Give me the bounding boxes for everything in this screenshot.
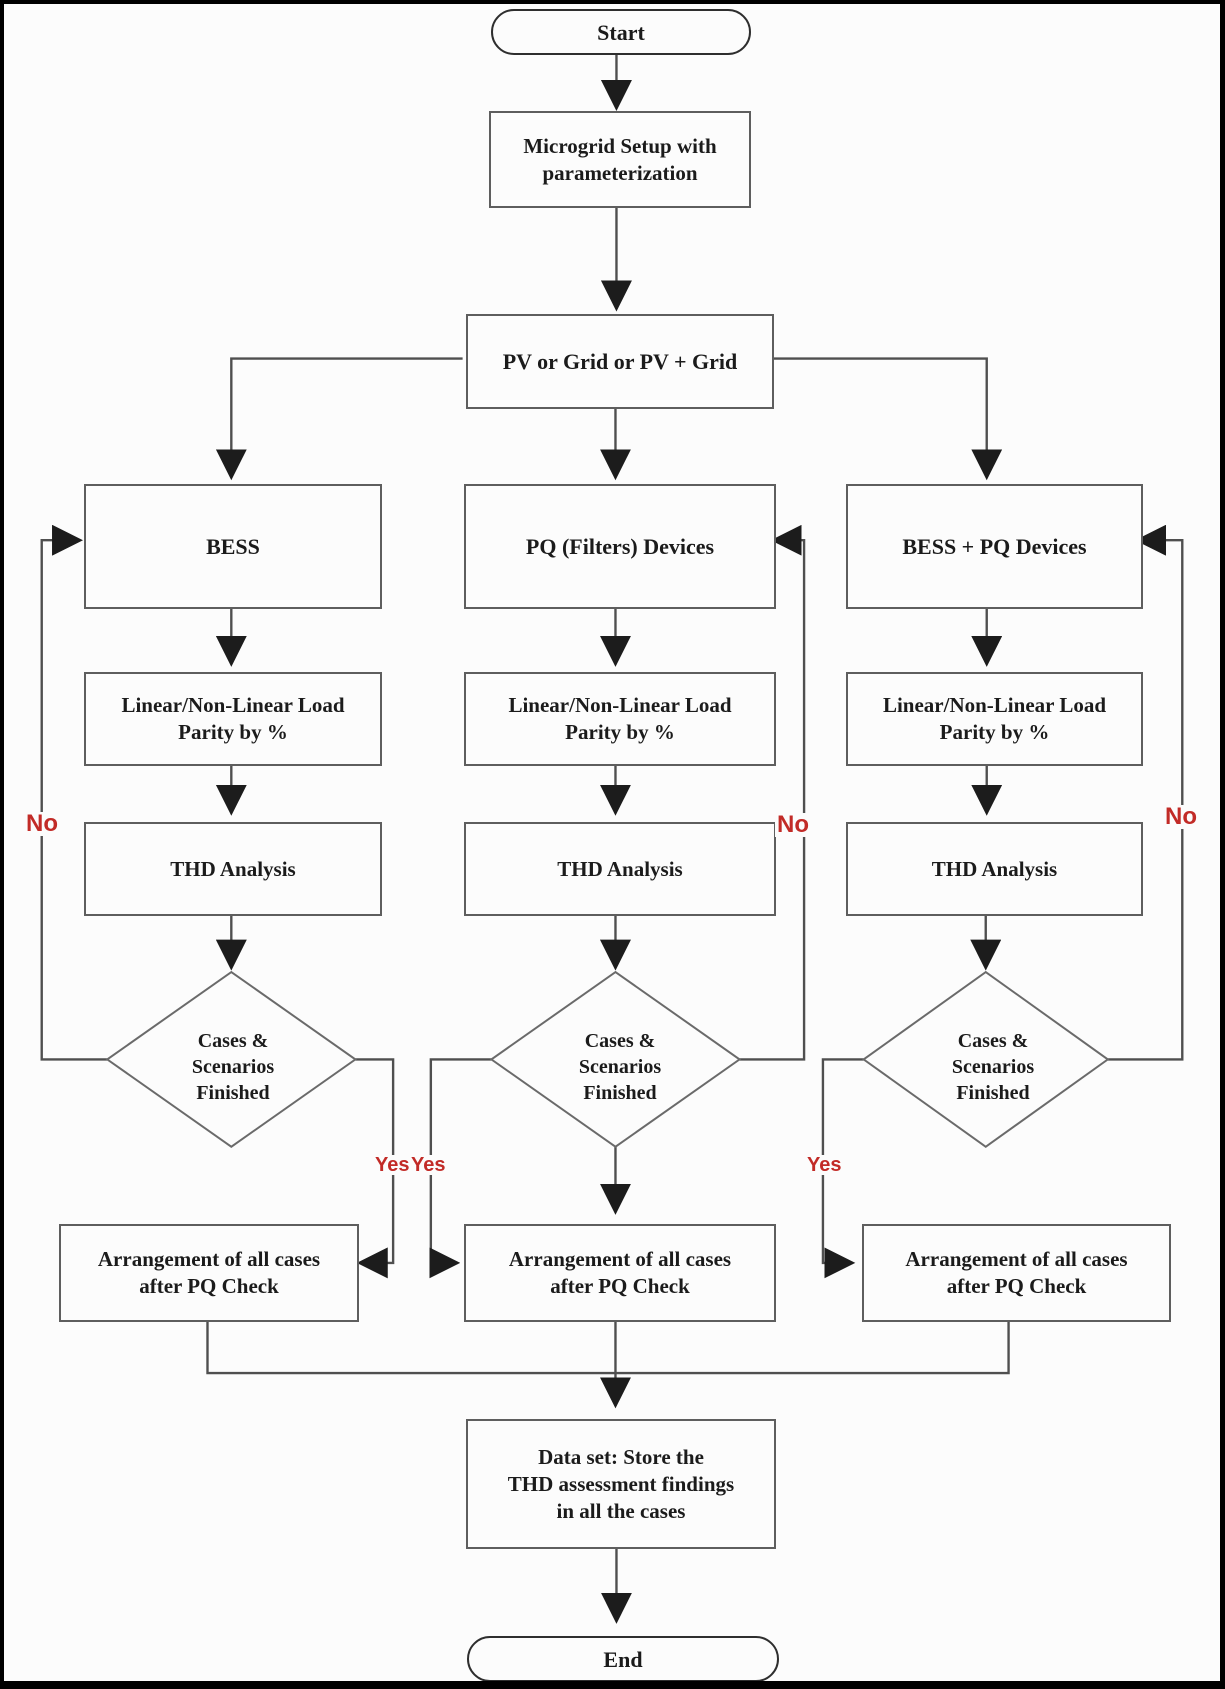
decision1-line3: Finished (196, 1082, 270, 1104)
no-label-left: No (24, 810, 60, 837)
no-label-middle: No (775, 811, 811, 838)
dataset-line1: Data set: Store the (538, 1444, 704, 1469)
setup-line1: Microgrid Setup with (523, 133, 717, 158)
arrow-source-to-besspq (768, 357, 1003, 481)
arrangement-node-3: Arrangement of all cases after PQ Check (862, 1224, 1171, 1322)
load-parity2-line1: Linear/Non-Linear Load (508, 693, 732, 717)
decision3-diamond (861, 970, 1110, 1148)
dataset-line2: THD assessment findings (507, 1471, 735, 1496)
decision2-text: Cases & Scenarios Finished (520, 1024, 720, 1110)
load-parity1-line2: Parity by % (178, 720, 288, 744)
arrangement1-line1: Arrangement of all cases (97, 1247, 321, 1271)
decision2-line3: Finished (583, 1082, 657, 1104)
merge-line-left (206, 1312, 616, 1375)
arrangement-node-1: Arrangement of all cases after PQ Check (59, 1224, 359, 1322)
decision2-line2: Scenarios (578, 1056, 662, 1078)
thd-node-2: THD Analysis (464, 822, 776, 916)
load-parity3-line2: Parity by % (939, 720, 1050, 744)
dataset-node: Data set: Store the THD assessment findi… (466, 1419, 776, 1549)
yes-label-decision1: Yes (373, 1154, 412, 1176)
no-loop-middle (739, 524, 806, 1061)
source-label: PV or Grid or PV + Grid (502, 349, 738, 374)
yes-label-decision2: Yes (409, 1154, 448, 1176)
decision3-line3: Finished (956, 1082, 1030, 1104)
branch-besspq-node: BESS + PQ Devices (846, 484, 1143, 609)
load-parity-node-3: Linear/Non-Linear Load Parity by % (846, 672, 1143, 766)
no-loop-left (40, 524, 108, 1061)
decision1-diamond (105, 970, 358, 1148)
decision3-line2: Scenarios (951, 1056, 1035, 1078)
arrangement-node-2: Arrangement of all cases after PQ Check (464, 1224, 776, 1322)
thd2-label: THD Analysis (557, 856, 683, 881)
decision3-line1: Cases & (957, 1030, 1029, 1052)
decision1-text: Cases & Scenarios Finished (133, 1024, 333, 1110)
branch-bess-node: BESS (84, 484, 382, 609)
load-parity-node-1: Linear/Non-Linear Load Parity by % (84, 672, 382, 766)
thd-node-1: THD Analysis (84, 822, 382, 916)
decision1-line1: Cases & (197, 1030, 269, 1052)
arrangement3-line1: Arrangement of all cases (905, 1247, 1128, 1271)
arrangement3-line2: after PQ Check (946, 1274, 1087, 1298)
load-parity3-line1: Linear/Non-Linear Load (882, 693, 1107, 717)
merge-line-right (615, 1312, 1010, 1375)
setup-line2: parameterization (542, 160, 698, 185)
source-node: PV or Grid or PV + Grid (466, 314, 774, 409)
thd1-label: THD Analysis (170, 856, 296, 881)
arrangement2-line1: Arrangement of all cases (508, 1247, 732, 1271)
branch-besspq-label: BESS + PQ Devices (902, 534, 1087, 559)
decision2-diamond (489, 970, 742, 1148)
branch-pq-node: PQ (Filters) Devices (464, 484, 776, 609)
decision2-line1: Cases & (584, 1030, 656, 1052)
load-parity-node-2: Linear/Non-Linear Load Parity by % (464, 672, 776, 766)
arrow-source-to-bess (215, 357, 463, 481)
end-label: End (603, 1646, 643, 1672)
connector-layer (40, 54, 1184, 1624)
dataset-line3: in all the cases (556, 1498, 686, 1523)
decision3-text: Cases & Scenarios Finished (893, 1024, 1093, 1110)
start-label: Start (597, 19, 645, 45)
arrangement2-line2: after PQ Check (550, 1274, 690, 1298)
setup-node: Microgrid Setup with parameterization (489, 111, 751, 208)
yes-label-decision3: Yes (805, 1154, 844, 1176)
load-parity2-line2: Parity by % (565, 720, 675, 744)
thd3-label: THD Analysis (931, 856, 1058, 881)
end-node: End (467, 1636, 779, 1681)
no-label-right: No (1163, 803, 1199, 830)
branch-pq-label: PQ (Filters) Devices (525, 534, 715, 559)
no-loop-right (1107, 524, 1184, 1061)
start-node: Start (491, 9, 751, 55)
load-parity1-line1: Linear/Non-Linear Load (121, 693, 345, 717)
branch-bess-label: BESS (206, 534, 260, 559)
arrangement1-line2: after PQ Check (139, 1274, 279, 1298)
thd-node-3: THD Analysis (846, 822, 1143, 916)
decision1-line2: Scenarios (191, 1056, 275, 1078)
